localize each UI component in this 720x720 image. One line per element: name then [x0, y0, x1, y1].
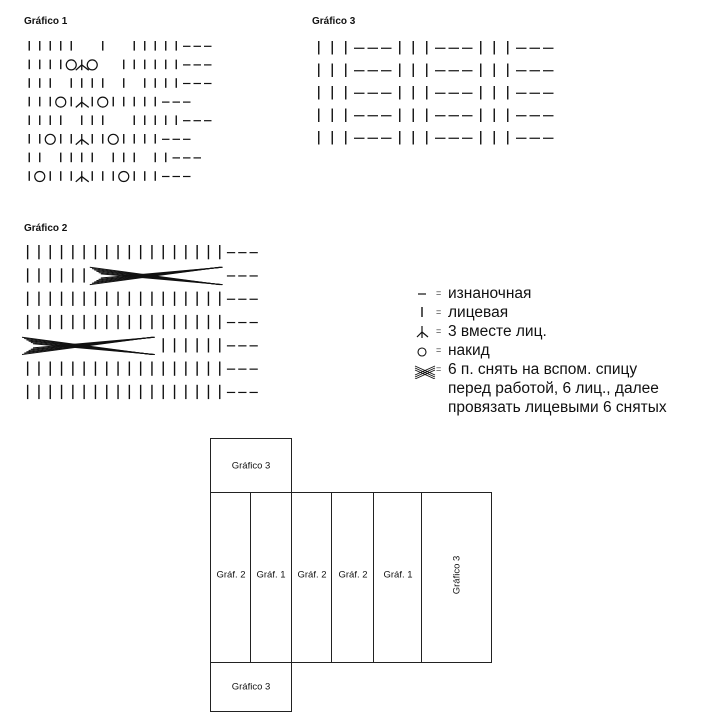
layout-top-box: Gráfico 3	[210, 438, 292, 493]
layout-top-label: Gráfico 3	[231, 460, 271, 472]
layout-panel-3: Gráf. 2	[291, 492, 332, 663]
legend-text-cable: 6 п. снять на вспом. спицу	[448, 361, 638, 378]
cable-cross-strand	[100, 266, 223, 279]
k3tog-stitch-leg	[81, 101, 90, 108]
yarn-over-stitch	[34, 170, 46, 183]
yarn-over-stitch	[86, 59, 98, 71]
k3tog-stitch-leg	[81, 64, 90, 71]
legend-text-cable-cont-2: провязать лицевыми 6 снятых	[448, 399, 667, 416]
yarn-over-icon	[417, 347, 427, 357]
layout-panel-1-label: Gráf. 2	[216, 569, 246, 581]
knit-bar-icon	[421, 307, 423, 317]
layout-panel-6-label: Gráfico 3	[451, 555, 463, 595]
grafico2-chart	[21, 245, 258, 400]
grafico3-title: Gráfico 3	[312, 16, 356, 27]
grafico2-title: Gráfico 2	[24, 223, 68, 234]
layout-panel-2-label: Gráf. 1	[256, 569, 286, 581]
k3tog-stitch-leg	[75, 101, 83, 108]
layout-panel-5-label: Gráf. 1	[383, 569, 413, 581]
layout-panel-6: Gráfico 3	[421, 492, 492, 663]
yarn-over-stitch	[65, 59, 77, 71]
layout-panel-1: Gráf. 2	[210, 492, 251, 663]
legend-row-knit: = лицевая	[414, 303, 714, 322]
legend: = изнаночная = лицевая = 3 вместе лиц. =…	[414, 284, 714, 417]
legend-row-purl: = изнаночная	[414, 284, 714, 303]
cable-cross-icon	[414, 365, 436, 380]
legend-text-cable-cont-1: перед работой, 6 лиц., далее	[448, 380, 659, 397]
k3tog-stitch-leg	[81, 138, 90, 146]
layout-panel-2: Gráf. 1	[250, 492, 292, 663]
yarn-over-stitch	[44, 133, 56, 145]
cable-cross-strand	[32, 336, 155, 349]
yarn-over-stitch	[97, 96, 109, 108]
layout-panel-4-label: Gráf. 2	[338, 569, 368, 581]
grafico3-chart	[318, 41, 554, 145]
cable-cross-strand	[32, 343, 155, 355]
layout-panel-5: Gráf. 1	[373, 492, 422, 663]
legend-row-k3tog: = 3 вместе лиц.	[414, 322, 714, 341]
grafico1-chart	[28, 41, 212, 183]
k3tog-stitch-leg	[75, 176, 83, 183]
legend-row-cable-cont-1: перед работой, 6 лиц., далее	[414, 379, 714, 398]
k3tog-stitch-leg	[75, 64, 83, 71]
layout-panel-3-label: Gráf. 2	[297, 569, 327, 581]
legend-text-k3tog: 3 вместе лиц.	[448, 323, 547, 340]
legend-row-yo: = накид	[414, 341, 714, 360]
legend-text-yo: накид	[448, 342, 490, 359]
yarn-over-stitch	[55, 96, 67, 108]
cable-cross-strand	[100, 273, 223, 286]
k3tog-icon	[416, 326, 429, 338]
legend-row-cable-cont-2: провязать лицевыми 6 снятых	[414, 398, 714, 417]
k3tog-stitch-leg	[81, 175, 90, 183]
layout-bottom-box: Gráfico 3	[210, 662, 292, 712]
layout-bottom-label: Gráfico 3	[231, 681, 271, 693]
layout-panel-4: Gráf. 2	[331, 492, 374, 663]
yarn-over-stitch	[118, 170, 130, 183]
purl-dash-icon	[418, 293, 426, 295]
legend-text-knit: лицевая	[448, 304, 509, 321]
legend-row-cable: = 6 п. снять на вспом. спицу	[414, 360, 714, 380]
legend-text-purl: изнаночная	[448, 285, 532, 302]
k3tog-stitch-leg	[75, 138, 83, 146]
grafico1-title: Gráfico 1	[24, 16, 68, 27]
yarn-over-stitch	[107, 133, 119, 145]
